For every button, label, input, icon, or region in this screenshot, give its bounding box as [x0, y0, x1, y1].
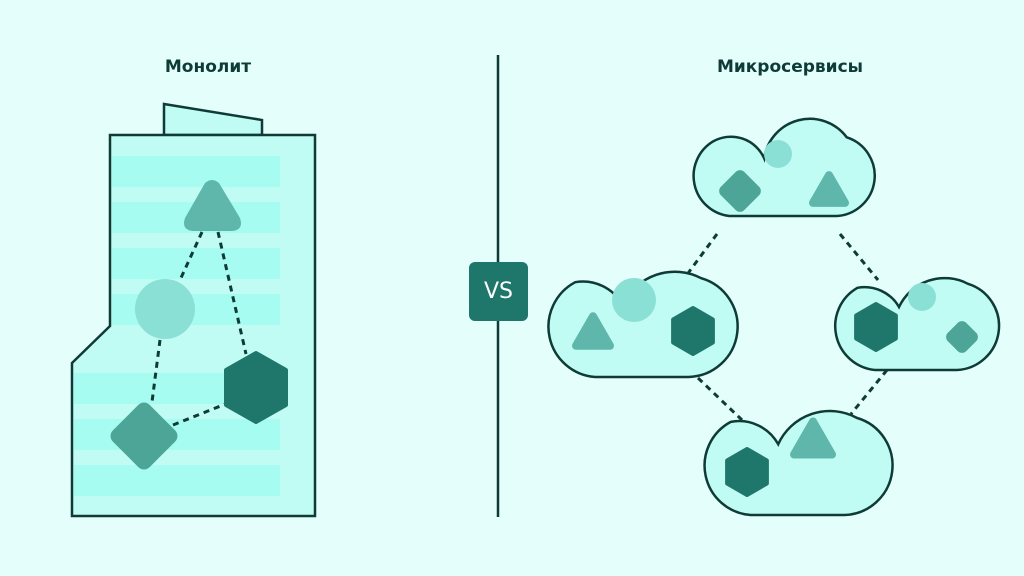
monolith-title: Монолит [164, 57, 252, 77]
diamond-icon [110, 402, 178, 470]
vs-badge: VS [469, 262, 528, 321]
connector-triangle-hexagon [216, 231, 248, 355]
hexagon-icon [725, 447, 769, 497]
monolith-building [70, 102, 317, 518]
microservices-group [547, 117, 1001, 517]
diamond-icon [719, 170, 761, 212]
circle-icon [764, 140, 792, 168]
service-cloud-right [833, 276, 1001, 372]
building-body [70, 133, 317, 518]
hexagon-icon [671, 306, 715, 356]
circle-icon [612, 278, 656, 322]
circle-icon [135, 279, 195, 339]
service-cloud-bottom [703, 409, 894, 517]
service-cloud-top [692, 117, 876, 218]
building-roof-annex [162, 102, 264, 137]
connector-left-bottom [696, 376, 744, 422]
connector-diamond-hexagon [172, 401, 229, 427]
triangle-icon [184, 180, 241, 231]
microservices-title: Микросервисы [716, 57, 864, 77]
connector-right-bottom [849, 369, 889, 415]
hexagon-icon [854, 302, 898, 352]
triangle-icon [790, 417, 836, 459]
connector-top-right [838, 233, 880, 281]
triangle-icon [572, 312, 614, 350]
service-cloud-left [547, 270, 739, 379]
triangle-icon [809, 171, 849, 207]
connector-triangle-circle [178, 231, 204, 281]
diamond-icon [946, 321, 978, 353]
circle-icon [908, 283, 936, 311]
hexagon-icon [224, 351, 288, 424]
